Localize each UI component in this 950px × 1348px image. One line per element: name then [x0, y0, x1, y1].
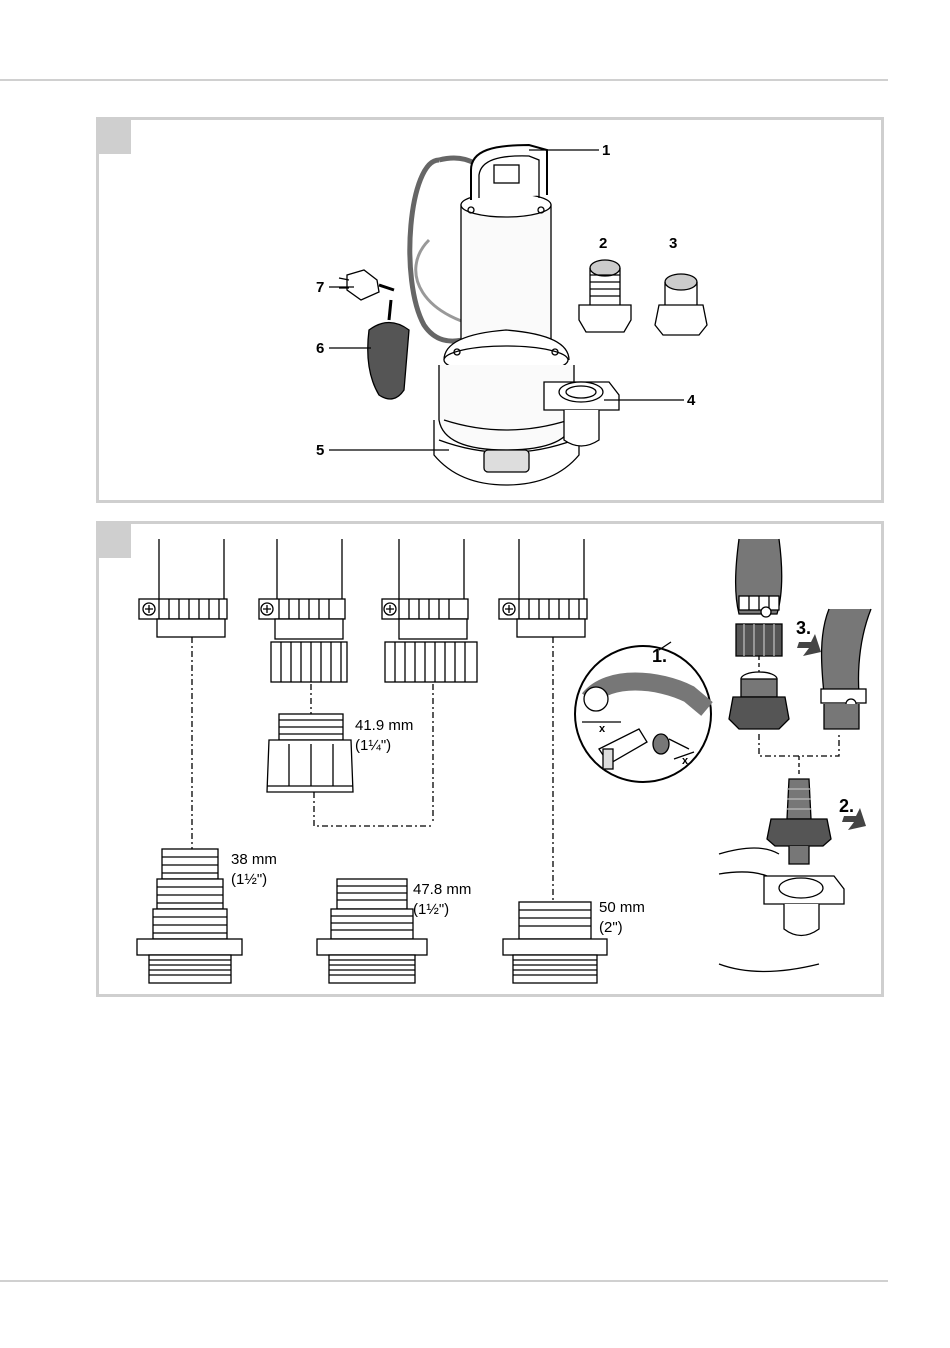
figure-2-panel: x x [96, 521, 884, 997]
dim-50-inch: (2") [599, 919, 623, 936]
dim-41-9-mm: 41.9 mm [355, 717, 413, 734]
callout-4: 4 [687, 392, 696, 409]
top-rule [0, 79, 888, 81]
hose-connection-drawing: x x [99, 524, 881, 994]
step-2-label: 2. [839, 796, 854, 816]
dim-47-8-mm: 47.8 mm [413, 881, 471, 898]
callout-5: 5 [316, 442, 324, 459]
figure-1-panel: 1 2 3 4 5 6 7 [96, 117, 884, 503]
x-mark-2: x [682, 755, 689, 767]
dim-38-mm: 38 mm [231, 851, 277, 868]
pump-overview-drawing: 1 2 3 4 5 6 7 [99, 120, 881, 500]
step-1-label: 1. [652, 646, 667, 666]
callout-3: 3 [669, 235, 677, 252]
step-3-label: 3. [796, 618, 811, 638]
callout-7: 7 [316, 279, 324, 296]
dim-50-mm: 50 mm [599, 899, 645, 916]
callout-1: 1 [602, 142, 610, 159]
dim-47-8-inch: (1½") [413, 901, 449, 918]
callout-6: 6 [316, 340, 324, 357]
dim-38-inch: (1½") [231, 871, 267, 888]
callout-2: 2 [599, 235, 607, 252]
x-mark-1: x [599, 723, 606, 735]
dim-41-9-inch: (1¼") [355, 737, 391, 754]
bottom-rule [0, 1280, 888, 1282]
